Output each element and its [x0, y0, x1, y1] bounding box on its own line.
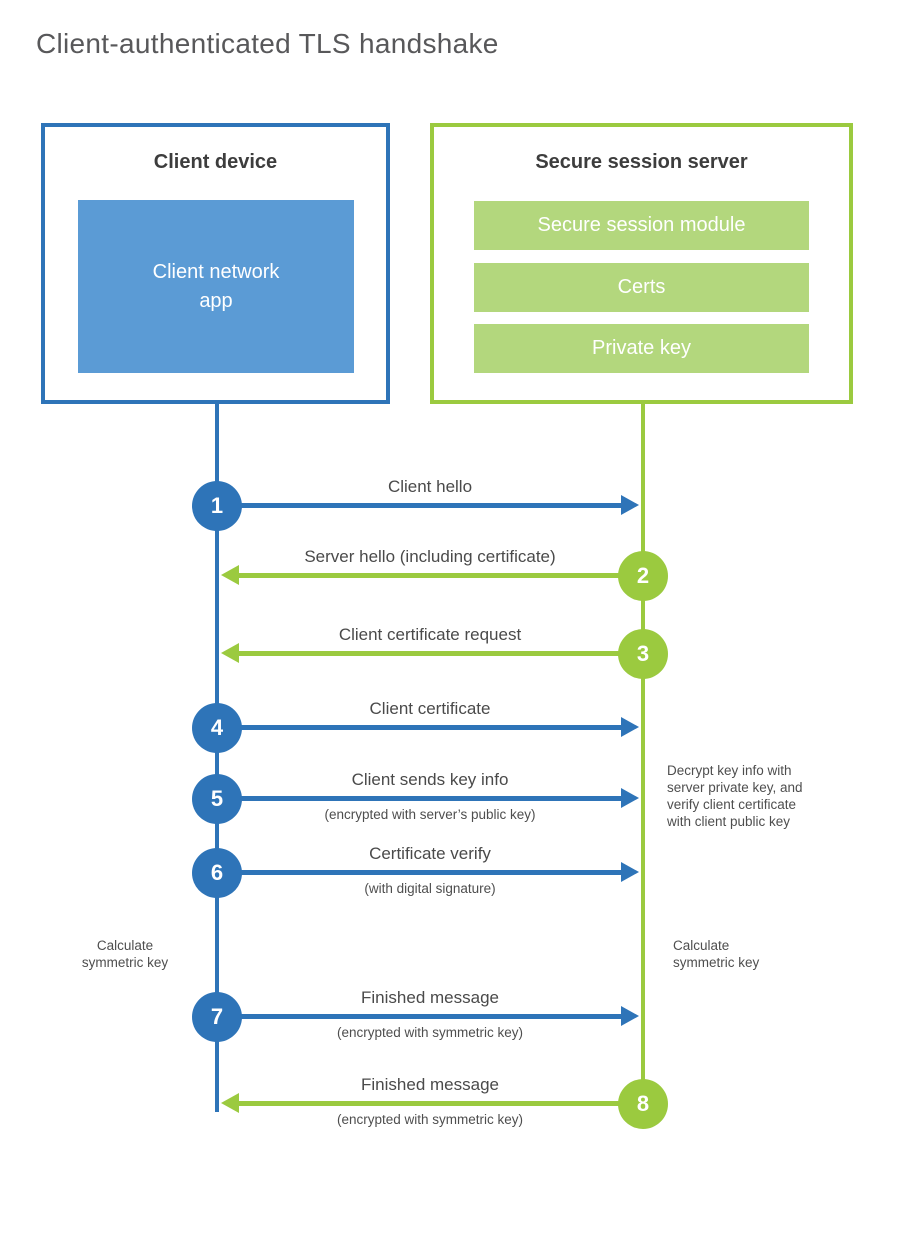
arrowhead-left-icon — [221, 643, 239, 663]
arrowhead-right-icon — [621, 788, 639, 808]
step-number-badge: 3 — [618, 629, 668, 679]
step-sublabel: (with digital signature) — [364, 881, 496, 896]
client-device-box: Client device Client network app — [41, 123, 390, 404]
arrow-shaft — [217, 796, 621, 801]
server-lifeline — [641, 402, 645, 1103]
page-title: Client-authenticated TLS handshake — [36, 28, 499, 59]
server-module-secure-session: Secure session module — [474, 201, 809, 250]
step-number-badge: 4 — [192, 703, 242, 753]
server-module-certs: Certs — [474, 263, 809, 312]
client-lifeline — [215, 402, 219, 1112]
step-label: Finished message — [361, 988, 499, 1007]
step-number-badge: 7 — [192, 992, 242, 1042]
step-label: Client hello — [387, 477, 473, 496]
arrow-shaft — [217, 870, 621, 875]
step-label: Client certificate request — [338, 625, 522, 644]
arrow-shaft — [217, 1014, 621, 1019]
arrow-shaft — [239, 573, 643, 578]
step-number-badge: 5 — [192, 774, 242, 824]
calculate-symmetric-key-note-server: Calculate symmetric key — [673, 938, 760, 970]
server-header: Secure session server — [535, 151, 748, 173]
step-label: Finished message — [361, 1075, 499, 1094]
step-sublabel: (encrypted with symmetric key) — [336, 1025, 524, 1040]
step-number-badge: 2 — [618, 551, 668, 601]
step-label: Client certificate — [369, 699, 491, 718]
arrowhead-right-icon — [621, 717, 639, 737]
arrow-shaft — [217, 503, 621, 508]
secure-session-server-box: Secure session server Secure session mod… — [430, 123, 853, 404]
client-network-app-box: Client network app — [78, 200, 354, 373]
step-number-badge: 6 — [192, 848, 242, 898]
arrowhead-left-icon — [221, 565, 239, 585]
step-sublabel: (encrypted with symmetric key) — [336, 1112, 524, 1127]
arrow-shaft — [239, 651, 643, 656]
server-module-private-key: Private key — [474, 324, 809, 373]
calculate-symmetric-key-note-client: Calculate symmetric key — [81, 938, 169, 970]
step-label: Client sends key info — [351, 770, 509, 789]
client-device-header: Client device — [153, 151, 278, 173]
step-sublabel: (encrypted with server’s public key) — [324, 807, 536, 822]
arrowhead-right-icon — [621, 862, 639, 882]
step-label: Server hello (including certificate) — [304, 547, 556, 566]
step-number-badge: 1 — [192, 481, 242, 531]
step-label: Certificate verify — [369, 844, 491, 863]
arrowhead-right-icon — [621, 495, 639, 515]
step-number-badge: 8 — [618, 1079, 668, 1129]
arrowhead-right-icon — [621, 1006, 639, 1026]
server-decrypt-note: Decrypt key info with server private key… — [667, 763, 803, 829]
arrow-shaft — [217, 725, 621, 730]
arrow-shaft — [239, 1101, 643, 1106]
arrowhead-left-icon — [221, 1093, 239, 1113]
